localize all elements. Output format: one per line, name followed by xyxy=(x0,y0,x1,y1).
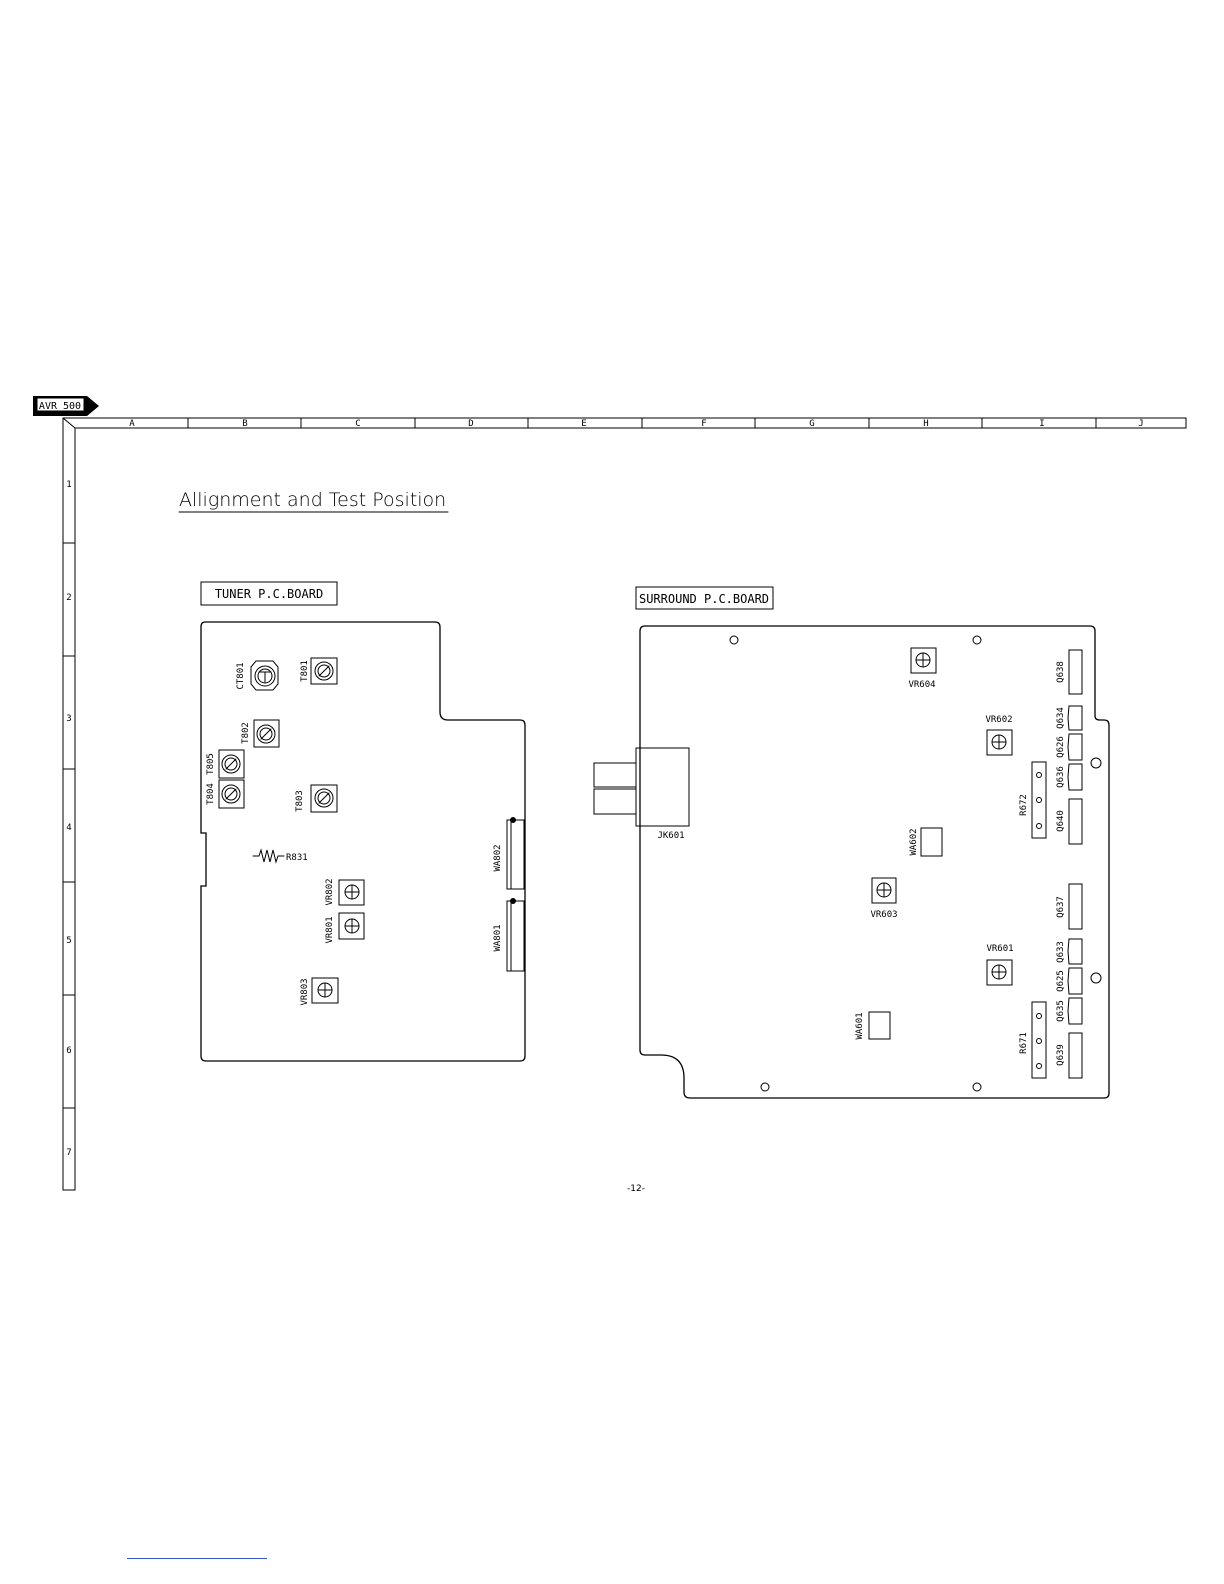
jk601-label: JK601 xyxy=(657,831,684,841)
wa802-connector-icon xyxy=(507,818,524,890)
r672-resistor-icon xyxy=(1032,762,1046,838)
q637-label: Q637 xyxy=(1056,896,1066,918)
vr601-trimpot-icon xyxy=(987,960,1012,985)
vr604-label: VR604 xyxy=(908,680,935,690)
vr601-label: VR601 xyxy=(986,944,1013,954)
vr602-label: VR602 xyxy=(985,715,1012,725)
grid-col-c: C xyxy=(355,419,360,429)
r671-resistor-icon xyxy=(1032,1002,1046,1078)
grid-col-f: F xyxy=(701,419,706,429)
wa601-connector-icon xyxy=(869,1012,890,1039)
grid-row-7: 7 xyxy=(66,1148,71,1158)
grid-row-3: 3 xyxy=(66,714,71,724)
vr803-label: VR803 xyxy=(300,978,310,1005)
grid-row-1: 1 xyxy=(66,480,71,490)
jk601-jack-icon xyxy=(594,748,689,826)
wa602-label: WA602 xyxy=(909,828,919,855)
q633-label: Q633 xyxy=(1056,941,1066,963)
wa801-label: WA801 xyxy=(493,924,503,951)
t803-coil-icon xyxy=(311,785,337,812)
grid-row-6: 6 xyxy=(66,1046,71,1056)
grid-col-d: D xyxy=(468,419,473,429)
ct801-label: CT801 xyxy=(236,662,246,689)
t802-coil-icon xyxy=(254,720,279,747)
t805-label: T805 xyxy=(206,753,216,775)
grid-ticks xyxy=(63,418,1096,1108)
grid-col-b: B xyxy=(242,419,247,429)
model-badge-text: AVR 500 xyxy=(39,401,81,412)
vr602-trimpot-icon xyxy=(987,730,1012,755)
wa802-label: WA802 xyxy=(493,844,503,871)
mounting-hole-icons xyxy=(730,636,1101,1091)
grid-col-g: G xyxy=(809,419,814,429)
grid-col-a: A xyxy=(129,419,135,429)
surround-board-label: SURROUND P.C.BOARD xyxy=(639,592,769,606)
q626-label: Q626 xyxy=(1056,736,1066,758)
grid-col-e: E xyxy=(581,419,586,429)
grid-row-2: 2 xyxy=(66,593,71,603)
grid-frame xyxy=(63,418,1186,1190)
grid-col-h: H xyxy=(923,419,928,429)
t803-label: T803 xyxy=(295,790,305,812)
q639-label: Q639 xyxy=(1056,1044,1066,1066)
transistor-icons-lower xyxy=(1068,884,1082,1078)
grid-row-5: 5 xyxy=(66,936,71,946)
vr803-trimpot-icon xyxy=(312,978,338,1003)
r831-resistor-icon xyxy=(253,850,284,862)
tuner-board: TUNER P.C.BOARD CT801 T801 T802 xyxy=(201,582,525,1061)
t801-coil-icon xyxy=(311,658,337,684)
tuner-board-label: TUNER P.C.BOARD xyxy=(215,587,323,601)
page-number: -12- xyxy=(627,1184,645,1194)
surround-board-outline xyxy=(640,626,1109,1098)
r671-label: R671 xyxy=(1019,1032,1029,1054)
surround-board: SURROUND P.C.BOARD JK601 VR604 xyxy=(594,587,1109,1098)
footer-link-underline xyxy=(127,1558,267,1559)
t802-label: T802 xyxy=(241,722,251,744)
t805-coil-icon xyxy=(219,750,244,778)
q640-label: Q640 xyxy=(1056,810,1066,832)
vr802-label: VR802 xyxy=(325,878,335,905)
ct801-trimmer-icon xyxy=(251,661,278,690)
tuner-board-outline xyxy=(201,622,525,1061)
page-title: Allignment and Test Position xyxy=(179,489,446,511)
t804-label: T804 xyxy=(206,783,216,805)
q634-label: Q634 xyxy=(1056,707,1066,729)
q638-label: Q638 xyxy=(1056,661,1066,683)
vr801-trimpot-icon xyxy=(339,913,364,939)
q625-label: Q625 xyxy=(1056,970,1066,992)
model-badge: AVR 500 xyxy=(33,396,99,416)
transistor-icons-upper xyxy=(1068,650,1082,844)
vr801-label: VR801 xyxy=(325,916,335,943)
r831-label: R831 xyxy=(286,853,308,863)
wa801-connector-icon xyxy=(507,899,524,972)
wa602-connector-icon xyxy=(921,828,942,856)
q635-label: Q635 xyxy=(1056,1000,1066,1022)
q636-label: Q636 xyxy=(1056,766,1066,788)
t804-coil-icon xyxy=(219,780,244,808)
vr604-trimpot-icon xyxy=(911,648,936,673)
grid-col-i: I xyxy=(1039,419,1044,429)
vr603-trimpot-icon xyxy=(872,878,896,903)
r672-label: R672 xyxy=(1019,794,1029,816)
t801-label: T801 xyxy=(300,660,310,682)
vr603-label: VR603 xyxy=(870,910,897,920)
grid-col-j: J xyxy=(1138,419,1143,429)
grid-row-labels: 1 2 3 4 5 6 7 xyxy=(66,480,71,1158)
vr802-trimpot-icon xyxy=(339,880,364,905)
grid-row-4: 4 xyxy=(66,823,71,833)
wa601-label: WA601 xyxy=(855,1012,865,1039)
